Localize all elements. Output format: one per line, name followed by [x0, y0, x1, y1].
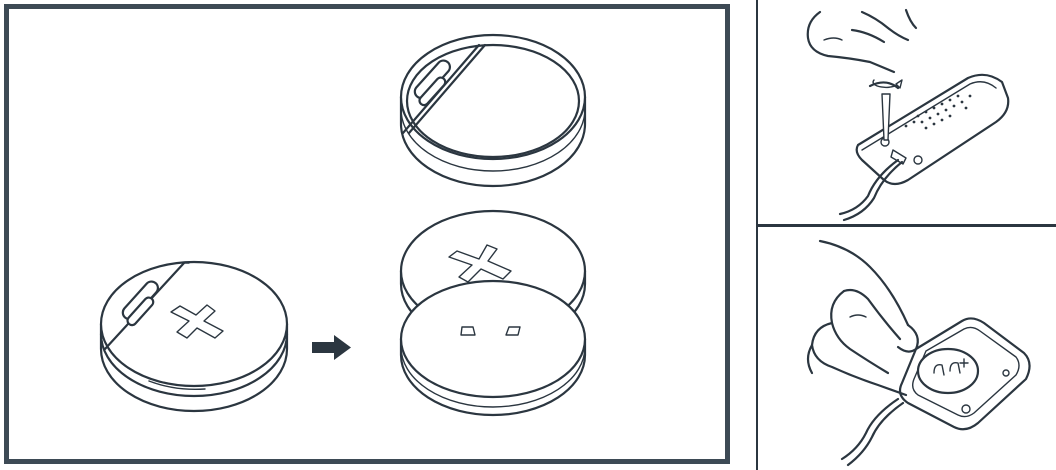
- unscrew-step-panel: [756, 0, 1056, 226]
- right-arrow-icon: [312, 335, 351, 360]
- assembled-battery-cover-icon: [101, 262, 287, 411]
- exploded-view-diagram: [9, 9, 725, 459]
- coin-battery-icon: [918, 349, 978, 393]
- cable-icon: [842, 399, 898, 459]
- base-plate-icon: [401, 281, 585, 415]
- sensor-device-icon: [857, 75, 1009, 184]
- unscrew-step-illustration: [758, 0, 1056, 224]
- hand-icon: [808, 10, 916, 72]
- main-diagram-panel: [4, 4, 730, 464]
- hand-icon: [808, 241, 918, 395]
- cover-ring-icon: [401, 35, 585, 186]
- insert-battery-step-illustration: [758, 227, 1056, 469]
- insert-battery-step-panel: [756, 226, 1056, 470]
